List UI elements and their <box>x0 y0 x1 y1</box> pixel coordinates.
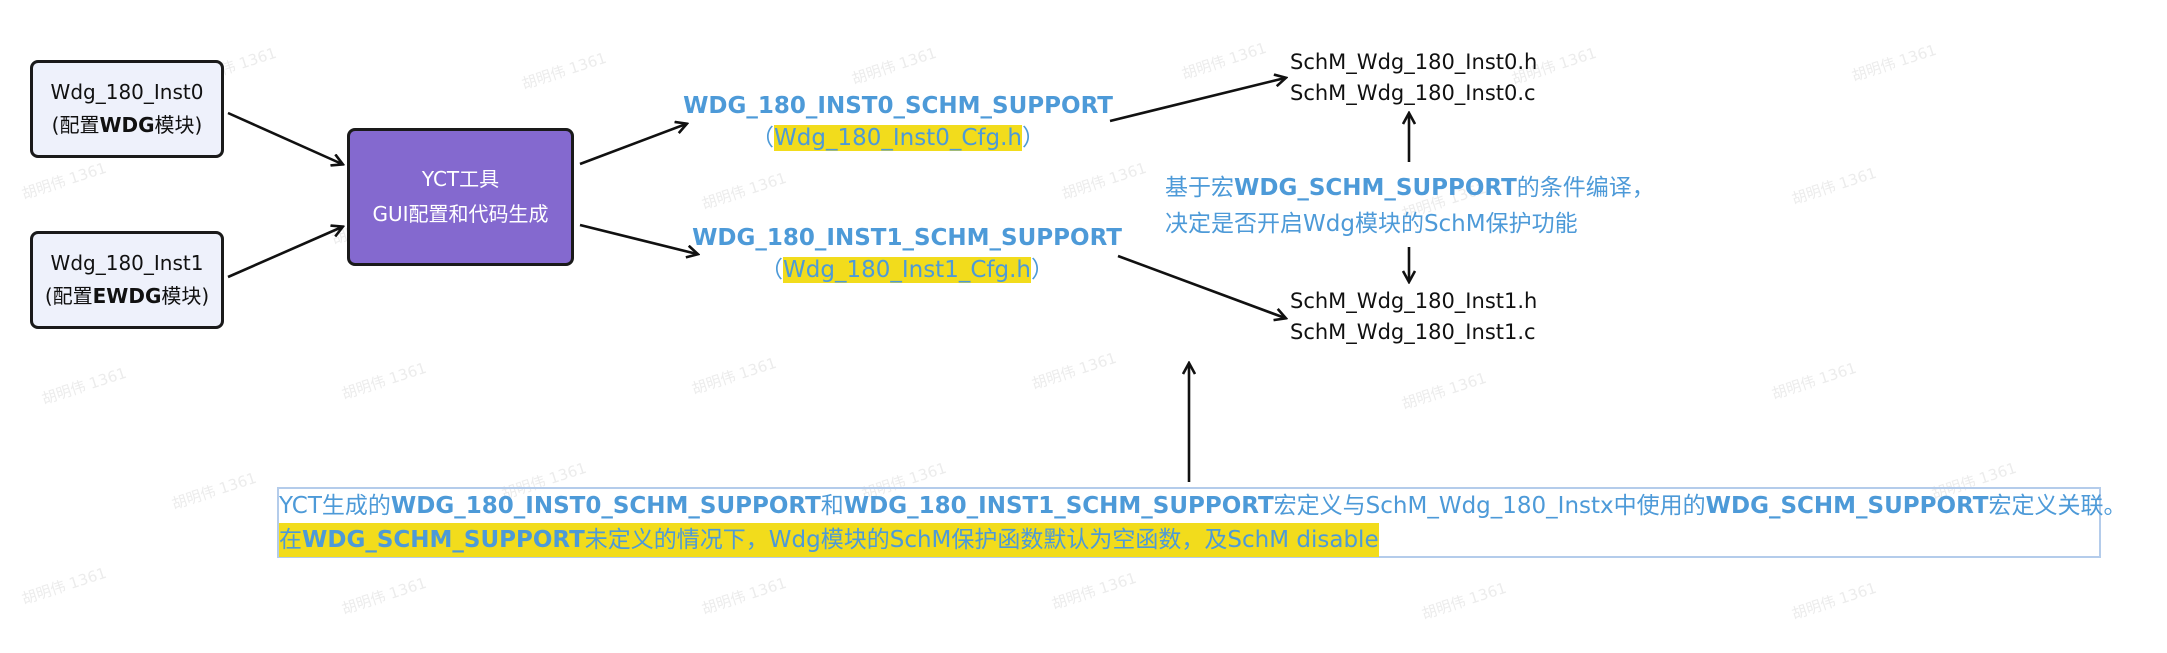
macro-inst0-cfg: （Wdg_180_Inst0_Cfg.h） <box>751 125 1045 151</box>
file-inst0-c: SchM_Wdg_180_Inst0.c <box>1290 81 1536 105</box>
macro-inst0: WDG_180_INST0_SCHM_SUPPORT （Wdg_180_Inst… <box>678 90 1118 154</box>
input-box-inst0: Wdg_180_Inst0 (配置WDG模块) <box>30 60 224 158</box>
macro-inst1-cfg: （Wdg_180_Inst1_Cfg.h） <box>760 257 1054 283</box>
tool-title: YCT工具 <box>421 167 500 191</box>
tool-subtitle: GUI配置和代码生成 <box>372 202 549 226</box>
input-box-inst1: Wdg_180_Inst1 (配置EWDG模块) <box>30 231 224 329</box>
bottom-note-line2: 在WDG_SCHM_SUPPORT未定义的情况下，Wdg模块的SchM保护函数默… <box>279 523 1379 557</box>
files-inst0: SchM_Wdg_180_Inst0.h SchM_Wdg_180_Inst0.… <box>1290 47 1537 109</box>
files-inst1: SchM_Wdg_180_Inst1.h SchM_Wdg_180_Inst1.… <box>1290 286 1537 348</box>
cfg-file-inst1: Wdg_180_Inst1_Cfg.h <box>783 257 1031 283</box>
condition-note-line2: 决定是否开启Wdg模块的SchM保护功能 <box>1165 211 1578 237</box>
arrow-inst1-to-tool <box>227 227 342 279</box>
arrow-tool-to-macro0 <box>579 124 686 166</box>
cfg-file-inst0: Wdg_180_Inst0_Cfg.h <box>774 125 1022 151</box>
input-inst1-config: (配置EWDG模块) <box>44 284 210 308</box>
yct-tool-box: YCT工具 GUI配置和代码生成 <box>347 128 574 266</box>
bottom-note-line1: YCT生成的WDG_180_INST0_SCHM_SUPPORT和WDG_180… <box>279 493 2127 519</box>
condition-note-line1: 基于宏WDG_SCHM_SUPPORT的条件编译， <box>1165 175 1655 201</box>
arrow-macro0-to-files0 <box>1109 78 1285 123</box>
file-inst0-h: SchM_Wdg_180_Inst0.h <box>1290 50 1538 74</box>
macro-inst1-name: WDG_180_INST1_SCHM_SUPPORT <box>692 225 1122 251</box>
condition-note: 基于宏WDG_SCHM_SUPPORT的条件编译， 决定是否开启Wdg模块的Sc… <box>1165 170 1655 242</box>
macro-inst0-name: WDG_180_INST0_SCHM_SUPPORT <box>683 93 1113 119</box>
input-inst1-name: Wdg_180_Inst1 <box>50 251 204 275</box>
macro-inst1: WDG_180_INST1_SCHM_SUPPORT （Wdg_180_Inst… <box>687 222 1127 286</box>
file-inst1-c: SchM_Wdg_180_Inst1.c <box>1290 320 1536 344</box>
file-inst1-h: SchM_Wdg_180_Inst1.h <box>1290 289 1538 313</box>
bottom-note-box: YCT生成的WDG_180_INST0_SCHM_SUPPORT和WDG_180… <box>277 487 2127 558</box>
input-inst0-name: Wdg_180_Inst0 <box>50 80 204 104</box>
arrow-tool-to-macro1 <box>579 223 697 254</box>
arrow-inst0-to-tool <box>227 111 342 164</box>
arrow-macro1-to-files1 <box>1117 254 1285 318</box>
input-inst0-config: (配置WDG模块) <box>51 113 203 137</box>
